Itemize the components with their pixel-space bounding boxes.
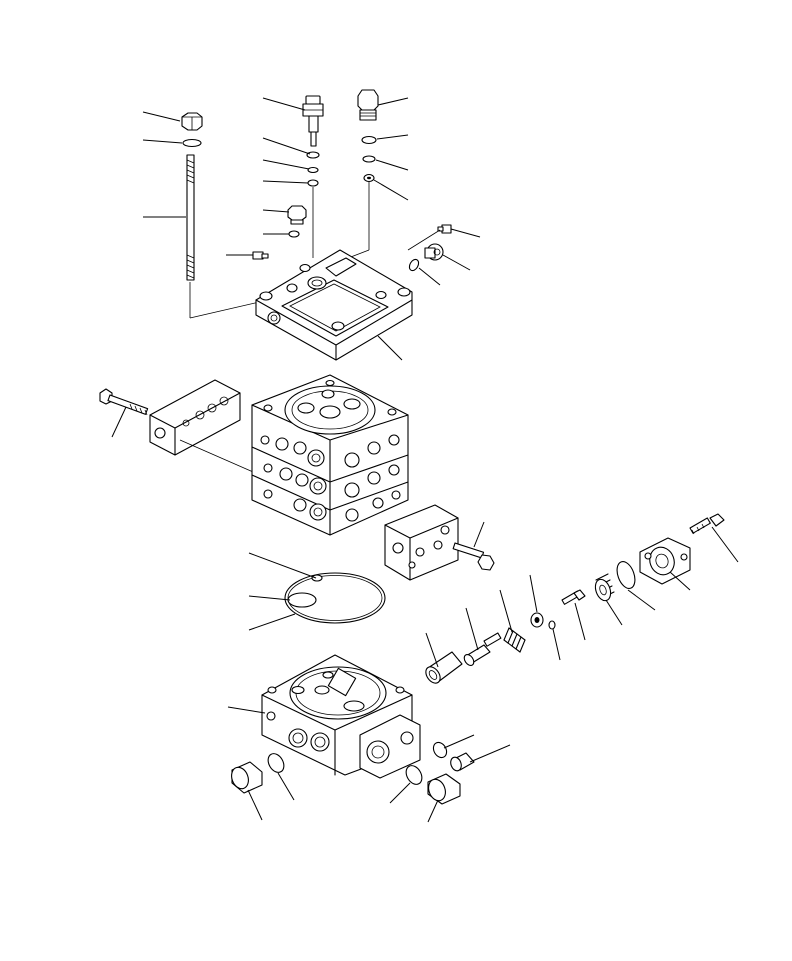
valve-stack-assembly (99, 374, 495, 581)
lower-valve-body-assembly (231, 513, 725, 805)
washer (182, 138, 202, 148)
top-cover-block (255, 249, 413, 361)
o-ring (306, 151, 320, 159)
o-ring (361, 135, 377, 145)
port-o-ring (432, 741, 448, 759)
set-screw (437, 224, 452, 234)
assembly-centerline (407, 229, 441, 251)
spring-cap (594, 573, 615, 602)
hex-bolt (452, 542, 495, 571)
port-o-ring (405, 765, 423, 785)
callout-leaders (111, 97, 739, 823)
adjust-screw (561, 589, 586, 605)
o-ring (408, 258, 420, 272)
backup-ring (307, 179, 319, 187)
hex-plug (357, 89, 379, 121)
set-screw (252, 251, 269, 260)
end-block-left (149, 379, 241, 456)
o-ring (288, 230, 300, 238)
hex-bolt (99, 388, 149, 416)
connector-plug (424, 243, 444, 261)
cover-o-ring (616, 561, 636, 589)
lower-valve-body (261, 654, 421, 779)
o-ring (362, 155, 376, 163)
spool-sleeve (425, 651, 463, 684)
top-cover-assembly (181, 89, 452, 361)
spool (463, 632, 502, 666)
assembly-centerline (179, 439, 261, 476)
port-plug-small (450, 752, 475, 772)
small-spacer (363, 173, 375, 183)
stud-bolt (186, 154, 195, 281)
small-o-ring (287, 592, 317, 608)
port-o-ring (267, 753, 285, 773)
end-cover-flange (639, 537, 691, 585)
o-ring (307, 166, 319, 174)
valve-stack-body (251, 374, 409, 536)
port-plug-right (427, 773, 461, 805)
cover-bolt (689, 513, 725, 535)
relief-valve-cartridge (302, 95, 324, 147)
small-washer (548, 620, 556, 630)
small-plug (287, 205, 307, 225)
end-block-right (384, 504, 459, 581)
assembly-centerline (189, 299, 269, 319)
port-plug-left (231, 761, 263, 794)
hex-nut (181, 112, 203, 131)
spring (503, 627, 526, 653)
spring-seat (530, 612, 544, 628)
tiny-o-ring (311, 574, 323, 582)
